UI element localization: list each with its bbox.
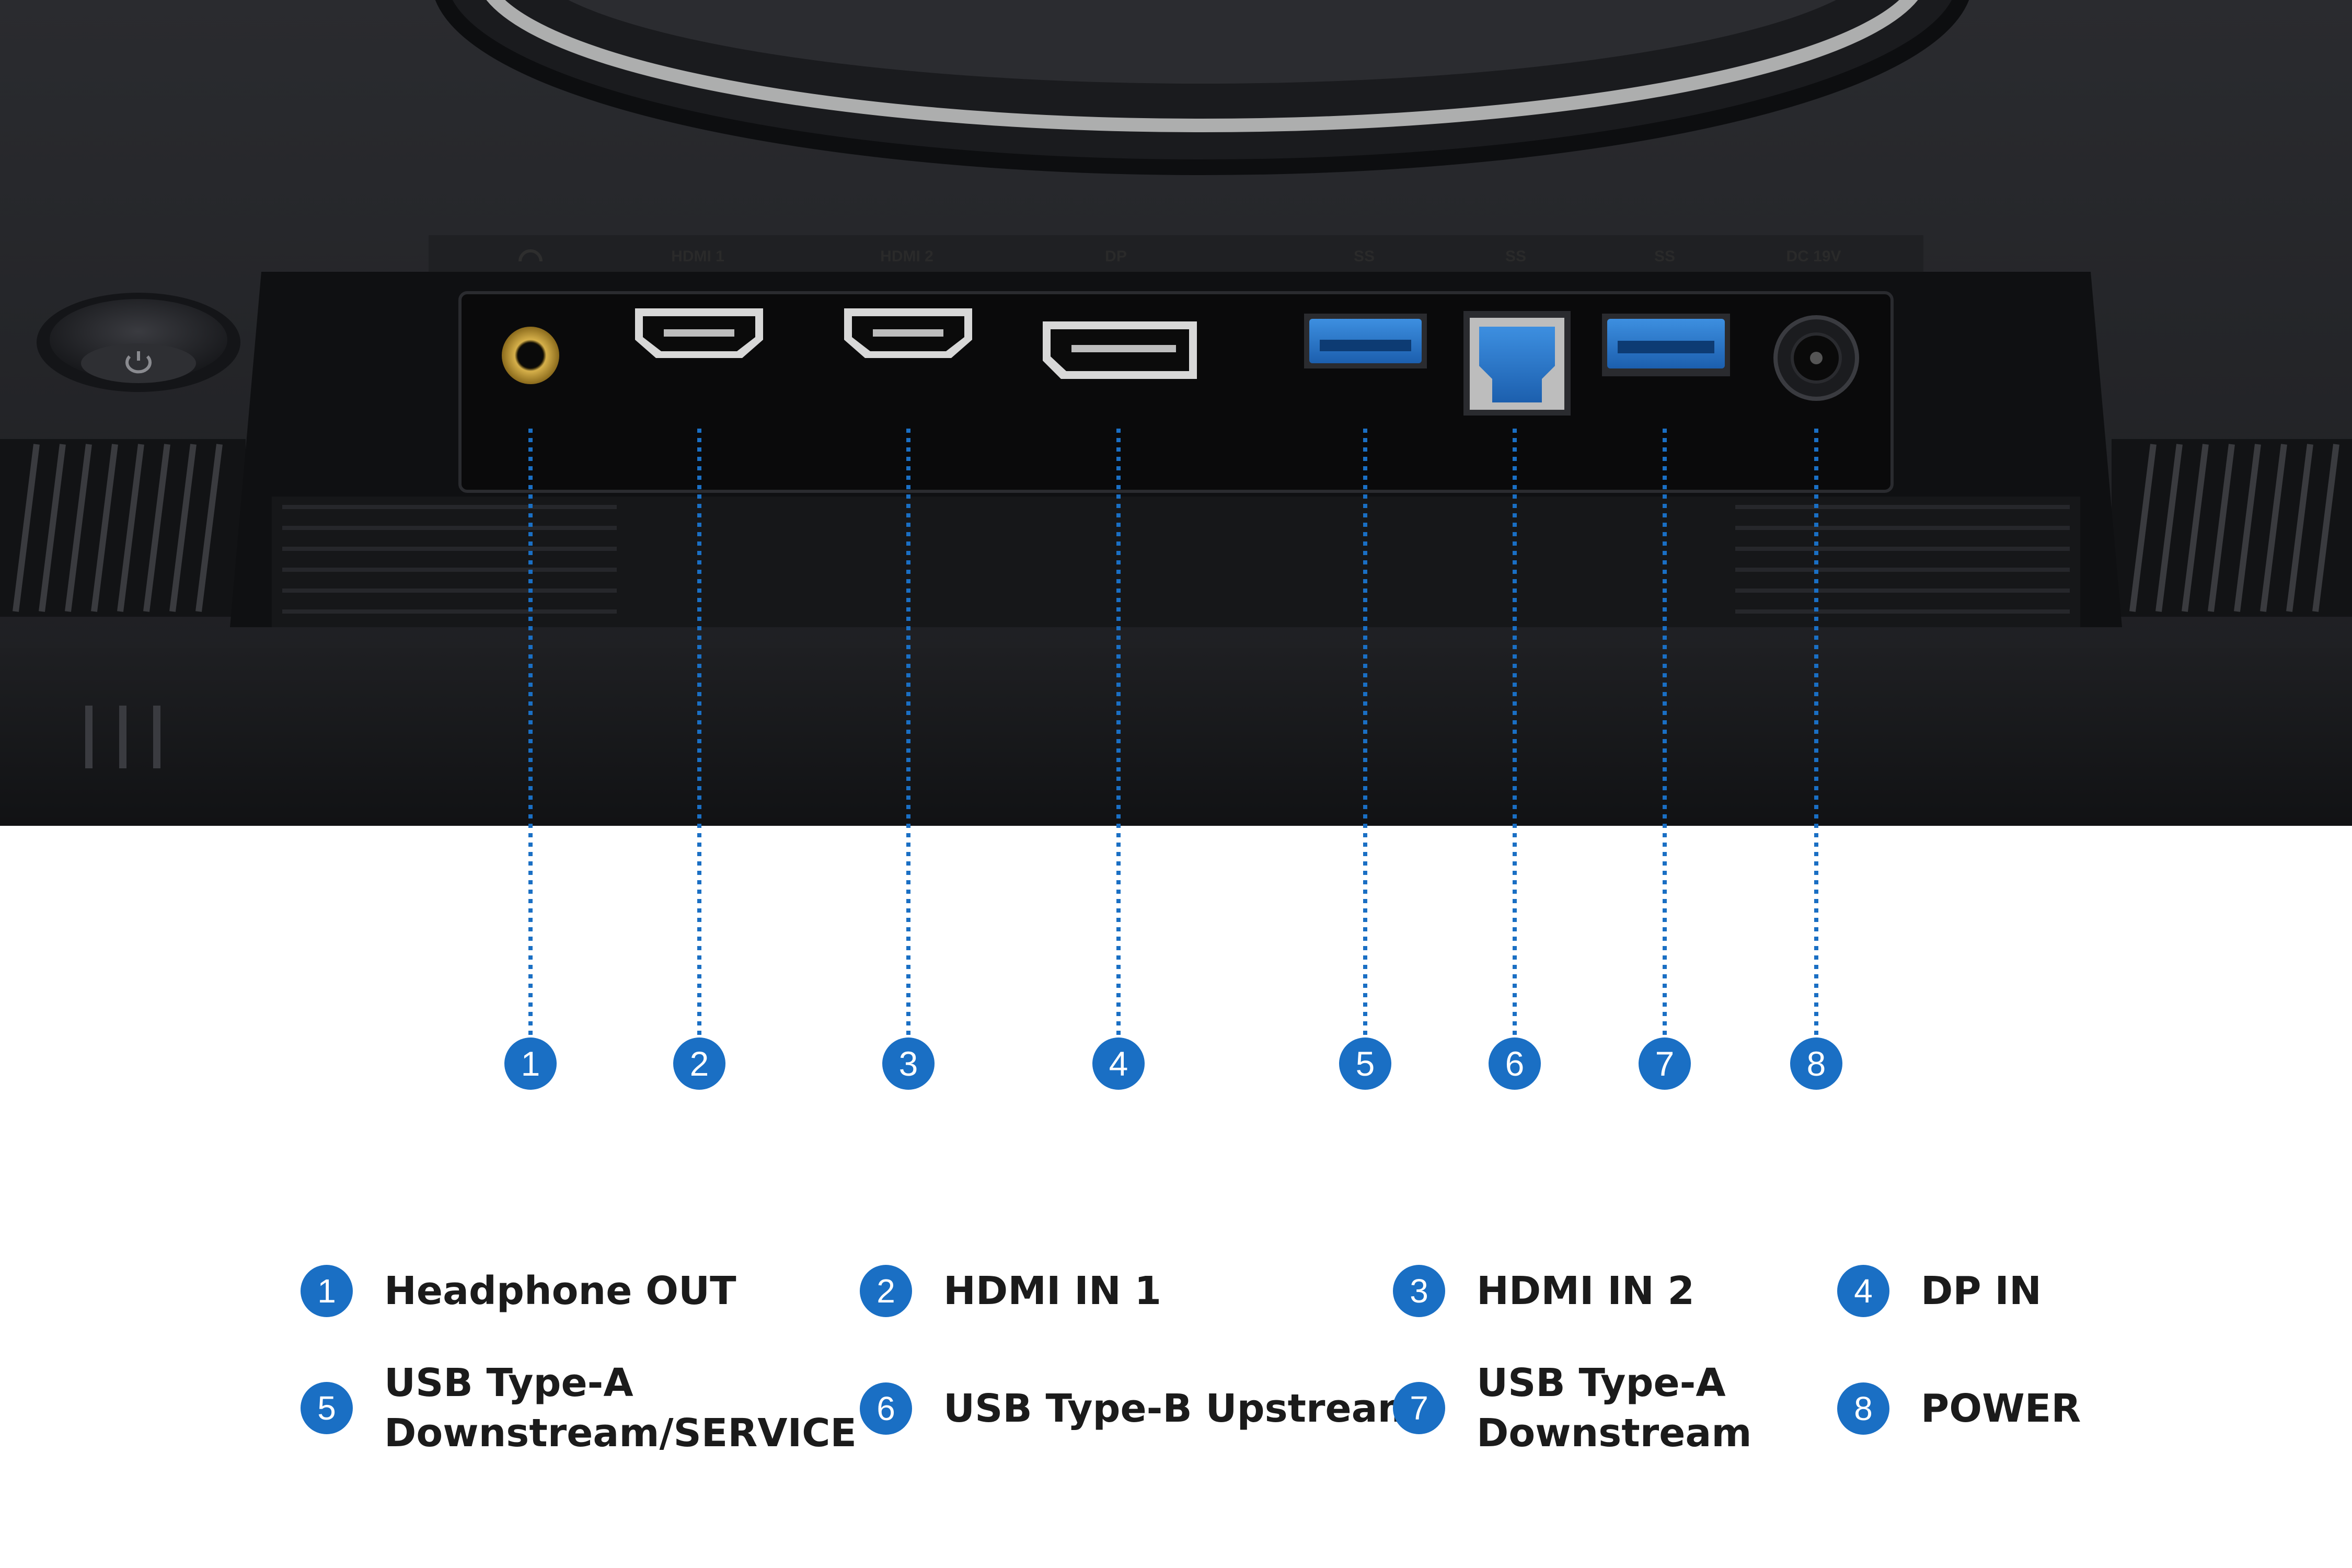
left-vent — [0, 439, 246, 617]
usb-a-port — [1602, 314, 1730, 376]
legend-item-2: 2 HDMI IN 1 — [860, 1265, 1161, 1317]
port-label-row: HDMI 1 HDMI 2 DP SS SS SS DC 19V — [518, 248, 1841, 265]
svg-text:2: 2 — [690, 1044, 709, 1083]
legend-badge-2: 2 — [860, 1265, 912, 1317]
svg-text:8: 8 — [1807, 1044, 1826, 1083]
legend-item-5: 5 USB Type-A Downstream/SERVICE — [301, 1358, 857, 1458]
ports — [502, 308, 1859, 416]
callout-badge-5: 5 — [1339, 1037, 1391, 1090]
legend-badge-4: 4 — [1837, 1265, 1889, 1317]
legend-badge-1: 1 — [301, 1265, 353, 1317]
displayport-port — [1043, 321, 1197, 379]
callout-badges: 1 2 3 4 5 6 7 8 — [504, 1037, 1842, 1090]
dc-port-label: DC 19V — [1786, 248, 1841, 265]
usb-a-service-port-label: SS — [1354, 248, 1375, 265]
legend-item-1: 1 Headphone OUT — [301, 1265, 736, 1317]
legend-label-2: HDMI IN 1 — [943, 1269, 1162, 1313]
bezel-grip-marks — [85, 706, 160, 768]
legend-label-3: HDMI IN 2 — [1477, 1269, 1695, 1313]
legend-label-4: DP IN — [1921, 1269, 2042, 1313]
usb-b-port-label: SS — [1505, 248, 1526, 265]
legend-item-7: 7 USB Type-A Downstream — [1393, 1358, 1751, 1458]
callout-badge-8: 8 — [1790, 1037, 1842, 1090]
power-button[interactable] — [37, 293, 240, 392]
usb-b-port — [1463, 311, 1571, 416]
monitor-rear-body — [0, 0, 2352, 826]
bottom-bezel — [0, 648, 2352, 826]
dc-power-jack — [1773, 315, 1859, 401]
legend-label-6: USB Type-B Upstream — [943, 1386, 1418, 1431]
callout-badge-2: 2 — [673, 1037, 725, 1090]
legend-item-6: 6 USB Type-B Upstream — [860, 1382, 1418, 1435]
legend-item-4: 4 DP IN — [1837, 1265, 2042, 1317]
hdmi2-port — [844, 308, 972, 358]
legend-label-1: Headphone OUT — [384, 1269, 736, 1313]
power-icon — [125, 351, 152, 374]
svg-text:4: 4 — [1109, 1044, 1128, 1083]
legend-label-8: POWER — [1921, 1386, 2081, 1431]
headphone-jack — [502, 327, 559, 384]
legend-badge-6: 6 — [860, 1382, 912, 1435]
usb-a-service-port — [1304, 314, 1427, 368]
legend-badge-8: 8 — [1837, 1382, 1889, 1435]
svg-text:5: 5 — [1356, 1044, 1375, 1083]
callout-badge-3: 3 — [882, 1037, 935, 1090]
dp-port-label: DP — [1105, 248, 1127, 265]
usb-a-port-label: SS — [1654, 248, 1675, 265]
callout-badge-4: 4 — [1092, 1037, 1145, 1090]
callout-badge-1: 1 — [504, 1037, 557, 1090]
svg-text:3: 3 — [899, 1044, 918, 1083]
right-vent — [2112, 439, 2352, 617]
legend-item-3: 3 HDMI IN 2 — [1393, 1265, 1694, 1317]
hdmi2-port-label: HDMI 2 — [880, 248, 933, 265]
legend-badge-7: 7 — [1393, 1382, 1445, 1434]
legend-item-8: 8 POWER — [1837, 1382, 2081, 1435]
callout-badge-7: 7 — [1639, 1037, 1691, 1090]
callout-lines — [528, 429, 1818, 1037]
legend-label-7: USB Type-A Downstream — [1477, 1361, 1752, 1456]
svg-text:7: 7 — [1655, 1044, 1675, 1083]
svg-text:6: 6 — [1505, 1044, 1525, 1083]
legend-badge-5: 5 — [301, 1382, 353, 1434]
headphone-icon — [518, 249, 543, 262]
legend-label-5: USB Type-A Downstream/SERVICE — [384, 1361, 857, 1456]
callout-badge-6: 6 — [1489, 1037, 1541, 1090]
svg-text:1: 1 — [521, 1044, 540, 1083]
legend-badge-3: 3 — [1393, 1265, 1445, 1317]
hdmi1-port-label: HDMI 1 — [671, 248, 724, 265]
hdmi1-port — [635, 308, 763, 358]
